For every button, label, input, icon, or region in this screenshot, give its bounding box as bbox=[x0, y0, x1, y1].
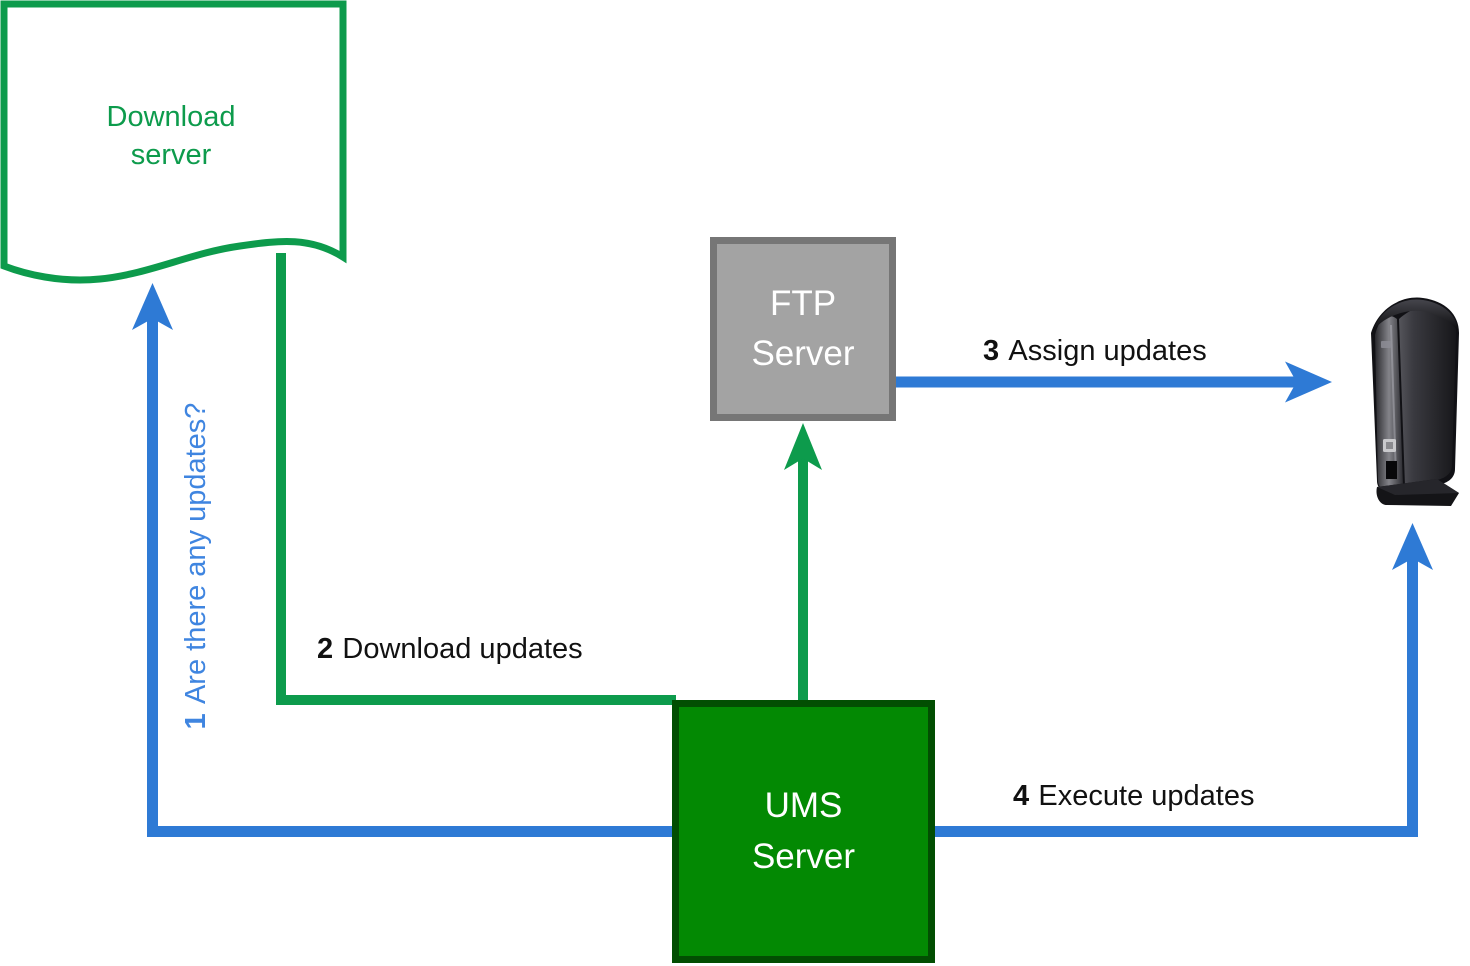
step-4-text: Execute updates bbox=[1038, 780, 1255, 812]
thin-client-device-icon bbox=[1371, 297, 1459, 506]
download-server-label: Download server bbox=[38, 98, 304, 175]
ums-server-label-line1: UMS bbox=[764, 786, 843, 826]
arrow-3-assign-updates bbox=[896, 361, 1332, 403]
ftp-server-label-line2: Server bbox=[751, 334, 855, 373]
download-server-label-line1: Download bbox=[106, 101, 236, 133]
step-3-text: Assign updates bbox=[1008, 335, 1207, 367]
ums-server-node: UMS Server bbox=[672, 700, 935, 963]
download-server-label-line2: server bbox=[130, 139, 212, 172]
ftp-server-node: FTP Server bbox=[710, 237, 896, 421]
download-server-node bbox=[0, 0, 347, 284]
arrow-ums-to-ftp bbox=[784, 423, 822, 702]
step-4-number: 4 bbox=[1013, 780, 1030, 812]
step-1-text: Are there any updates? bbox=[179, 402, 212, 705]
ums-server-label-line2: Server bbox=[751, 836, 856, 876]
step-3-number: 3 bbox=[983, 335, 1000, 367]
arrow-4-execute-updates bbox=[933, 523, 1433, 837]
ftp-server-label-line1: FTP bbox=[769, 283, 837, 323]
step-1-label: 1 Are there any updates? bbox=[180, 376, 212, 756]
step-2-text: Download updates bbox=[342, 633, 583, 665]
arrow-1-are-there-updates bbox=[132, 283, 674, 837]
line-2-download-updates bbox=[276, 253, 676, 705]
step-2-number: 2 bbox=[317, 633, 334, 665]
step-1-number: 1 bbox=[179, 713, 212, 730]
